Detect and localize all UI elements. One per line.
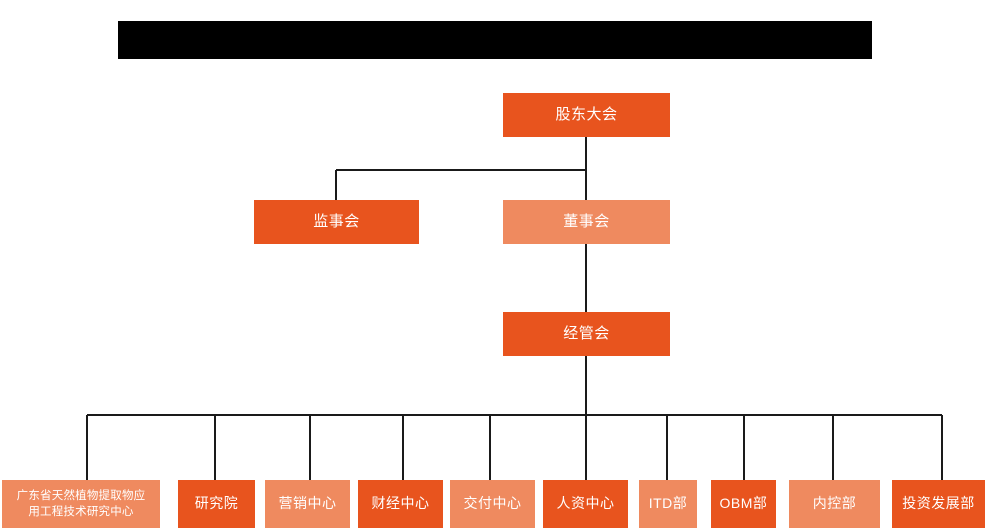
node-management-committee[interactable]: 经管会: [503, 312, 670, 356]
node-board-of-directors[interactable]: 董事会: [503, 200, 670, 244]
node-itd-department[interactable]: ITD部: [639, 480, 697, 528]
node-marketing-center[interactable]: 营销中心: [265, 480, 350, 528]
node-obm-department[interactable]: OBM部: [711, 480, 776, 528]
node-research-institute[interactable]: 研究院: [178, 480, 255, 528]
node-board-of-supervisors[interactable]: 监事会: [254, 200, 419, 244]
node-human-resources-center[interactable]: 人资中心: [543, 480, 628, 528]
node-finance-center[interactable]: 财经中心: [358, 480, 443, 528]
node-shareholders-meeting[interactable]: 股东大会: [503, 93, 670, 137]
node-internal-control-department[interactable]: 内控部: [789, 480, 880, 528]
redacted-title-bar: [118, 21, 872, 59]
node-natural-plant-extract-research-center[interactable]: 广东省天然植物提取物应 用工程技术研究中心: [2, 480, 160, 528]
node-delivery-center[interactable]: 交付中心: [450, 480, 535, 528]
node-investment-development-department[interactable]: 投资发展部: [892, 480, 985, 528]
